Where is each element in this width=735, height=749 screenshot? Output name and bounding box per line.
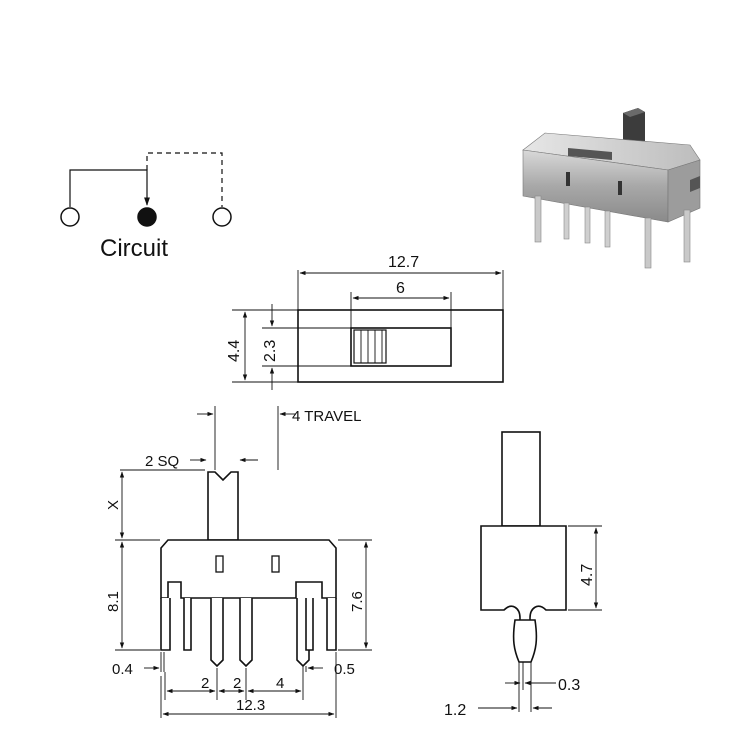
dim-pin-pitch: 1.2	[444, 702, 466, 719]
terminal-open-left-icon	[60, 207, 80, 227]
front-body	[160, 539, 337, 599]
dim-actuator-height: X	[105, 500, 122, 510]
front-pins	[160, 598, 337, 668]
dim-actuator-square: 2 SQ	[145, 453, 179, 470]
circuit-symbol: Circuit	[60, 152, 232, 262]
front-view: 4 TRAVEL 2 SQ X 8.1 7.6 0.4 0.5	[105, 406, 372, 718]
front-actuator	[207, 471, 239, 541]
dim-pin-right: 0.5	[334, 661, 355, 678]
dim-side-body-height: 4.7	[579, 564, 596, 586]
dim-travel: 4 TRAVEL	[292, 408, 361, 425]
dim-body-height: 7.6	[349, 591, 366, 612]
dim-top-width: 12.7	[388, 254, 419, 271]
circuit-title: Circuit	[100, 235, 168, 262]
dim-pitch-1: 2	[201, 675, 209, 692]
side-view: 4.7 0.3 1.2	[444, 431, 602, 719]
dim-pitch-3: 4	[276, 675, 284, 692]
dim-pin-thickness: 0.3	[558, 677, 580, 694]
dim-top-height: 4.4	[226, 340, 243, 362]
terminal-open-right-icon	[212, 207, 232, 227]
terminal-common-icon	[137, 207, 157, 227]
circuit-wire-solid	[69, 169, 150, 207]
dim-pin-left: 0.4	[112, 661, 133, 678]
circuit-wire-dashed	[146, 152, 223, 207]
dim-pitch-2: 2	[233, 675, 241, 692]
side-actuator	[501, 431, 541, 527]
slide-switch-photo	[522, 108, 701, 269]
dim-slot-height: 2.3	[262, 340, 279, 362]
dim-overall-width: 12.3	[236, 697, 265, 714]
dim-slot-width: 6	[396, 280, 405, 297]
dim-total-height: 8.1	[105, 591, 122, 612]
top-view: 12.7 6 4.4 2.3	[226, 254, 504, 390]
